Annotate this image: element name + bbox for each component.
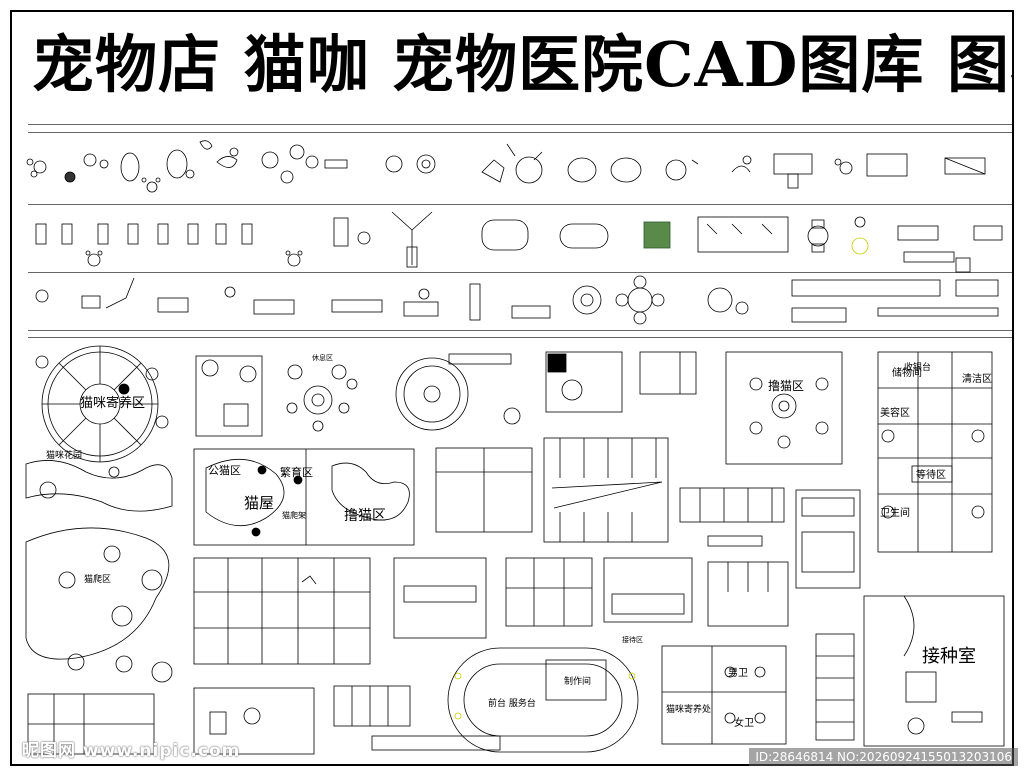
cad-drawings: 猫咪寄养区 猫咪花园 撸猫区 撸猫区 猫屋 猫爬区 公猫区 繁育区 接种室 男卫… xyxy=(25,140,1005,755)
divider-line xyxy=(28,330,1012,331)
row1-icons xyxy=(26,140,986,193)
label-breed: 繁育区 xyxy=(280,465,313,479)
label-clean: 清洁区 xyxy=(962,372,992,385)
label-cat-boarding: 猫咪寄养区 xyxy=(80,395,145,411)
divider-line xyxy=(28,132,1012,133)
label-rest-area: 休息区 xyxy=(312,353,333,362)
label-male-toilet: 男卫 xyxy=(728,667,748,679)
page-title: 宠物店 猫咖 宠物医院CAD图库 图块 xyxy=(32,28,1014,101)
image-frame: 宠物店 猫咖 宠物医院CAD图库 图块 xyxy=(10,10,1014,766)
watermark-left: 昵图网 www.nipic.com xyxy=(22,741,241,761)
label-storage: 储物间 xyxy=(892,366,922,379)
label-hygiene: 卫生间 xyxy=(880,506,910,519)
label-fitting: 接待区 xyxy=(622,635,643,644)
label-cat-boarding-2: 猫咪寄养处 xyxy=(666,703,711,715)
label-cashier: 收银台 xyxy=(904,361,931,373)
label-female-toilet: 女卫 xyxy=(734,716,754,729)
label-front-desk: 前台 服务台 xyxy=(488,697,536,709)
divider-line xyxy=(28,204,1012,205)
label-public-area: 公猫区 xyxy=(208,464,241,477)
divider-line xyxy=(28,337,1012,338)
cat-climb-plan xyxy=(25,460,173,512)
cat-boarding-plan xyxy=(35,345,169,463)
label-make-area: 制作间 xyxy=(564,675,591,687)
label-vaccination: 接种室 xyxy=(922,646,976,667)
label-cat-park: 猫爬架 xyxy=(282,510,306,520)
label-cat-climb: 猫咪花园 xyxy=(46,449,82,461)
label-beauty: 美容区 xyxy=(880,406,910,419)
divider-line xyxy=(28,272,1012,273)
label-petting-cat: 撸猫区 xyxy=(768,378,804,393)
label-wait: 等待区 xyxy=(916,468,946,481)
row2-icons xyxy=(35,211,1003,273)
watermark-right: ID:28646814 NO:20260924155013203106 xyxy=(749,748,1018,766)
divider-line xyxy=(28,124,1012,125)
label-cat-house: 猫屋 xyxy=(244,494,274,512)
label-petting-cat-2: 撸猫区 xyxy=(344,508,386,524)
row3-icons xyxy=(35,275,999,325)
label-play-area: 猫爬区 xyxy=(84,573,111,585)
